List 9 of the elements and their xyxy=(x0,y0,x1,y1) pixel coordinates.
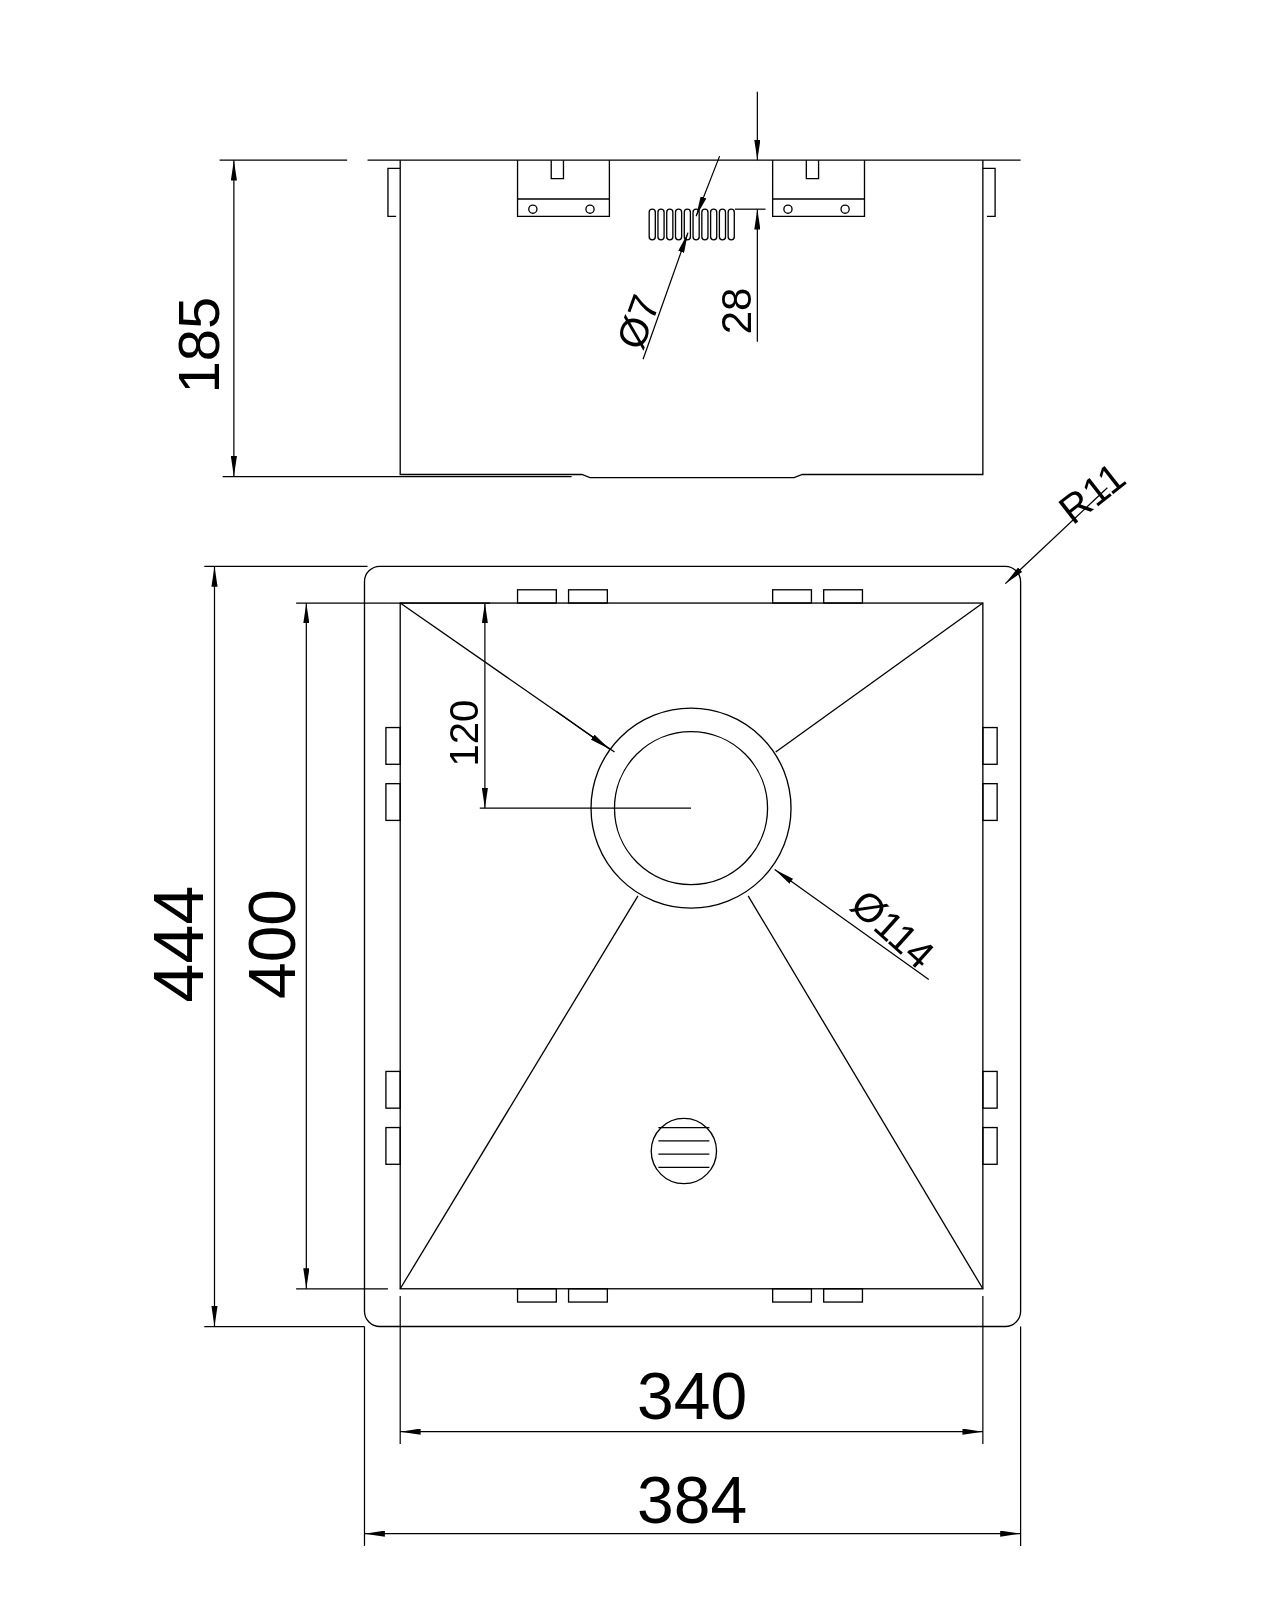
dimension-label: 384 xyxy=(637,1467,748,1534)
dimension-label: 120 xyxy=(444,699,485,767)
dimension-label: 444 xyxy=(143,885,214,1003)
dimension-label: Ø7 xyxy=(610,289,666,354)
dimension-label: 340 xyxy=(637,1363,748,1430)
dimension-label: 185 xyxy=(170,296,229,394)
dimension-label: 28 xyxy=(715,287,758,335)
dimension-label: R11 xyxy=(1052,455,1133,531)
dimension-label: 400 xyxy=(238,889,305,1000)
